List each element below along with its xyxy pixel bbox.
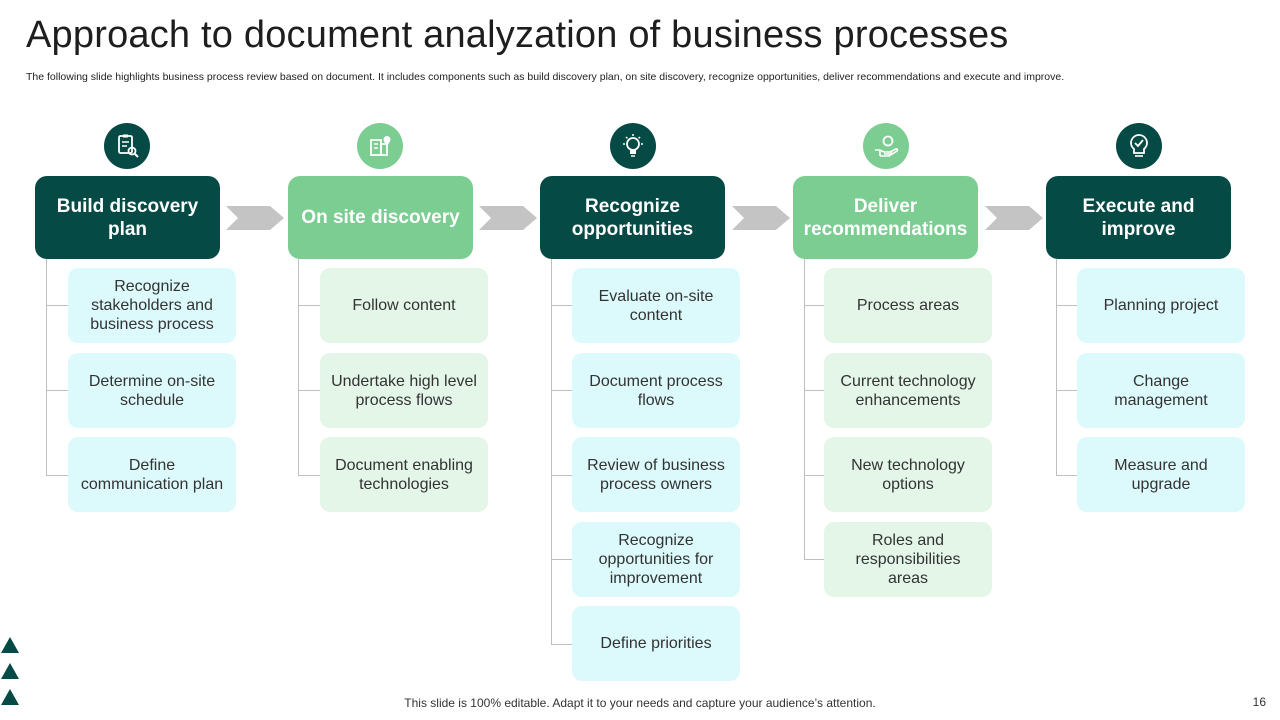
connector-line [804,390,826,391]
connector-line [46,475,68,476]
header-build-discovery-plan: Build discovery plan [35,176,220,259]
document-search-icon [104,123,150,169]
connector-line [1056,259,1057,475]
list-item: Recognize opportunities for improvement [572,522,740,597]
list-item: Determine on-site schedule [68,353,236,428]
header-on-site-discovery: On site discovery [288,176,473,259]
connector-line [298,390,320,391]
list-item: Follow content [320,268,488,343]
hand-coins-icon [863,123,909,169]
list-item: Review of business process owners [572,437,740,512]
triangle-decoration-icon [1,637,19,653]
list-item: Define priorities [572,606,740,681]
list-item: Document enabling technologies [320,437,488,512]
slide-subtitle: The following slide highlights business … [26,71,1065,83]
footer-note: This slide is 100% editable. Adapt it to… [404,696,876,710]
connector-line [804,305,826,306]
building-location-icon [357,123,403,169]
connector-line [298,475,320,476]
list-item: New technology options [824,437,992,512]
chevron-arrow-icon [732,206,790,230]
list-item: Change management [1077,353,1245,428]
connector-line [1056,305,1078,306]
list-item: Roles and responsibilities areas [824,522,992,597]
gear-bulb-icon [610,123,656,169]
chevron-arrow-icon [226,206,284,230]
connector-line [551,559,573,560]
list-item: Evaluate on-site content [572,268,740,343]
connector-line [1056,475,1078,476]
list-item: Undertake high level process flows [320,353,488,428]
connector-line [298,305,320,306]
check-bulb-icon [1116,123,1162,169]
connector-line [551,305,573,306]
list-item: Define communication plan [68,437,236,512]
connector-line [551,644,573,645]
connector-line [551,475,573,476]
header-recognize-opportunities: Recognize opportunities [540,176,725,259]
page-number: 16 [1252,695,1266,709]
header-deliver-recommendations: Deliver recommendations [793,176,978,259]
connector-line [46,390,68,391]
chevron-arrow-icon [985,206,1043,230]
list-item: Recognize stakeholders and business proc… [68,268,236,343]
connector-line [298,259,299,475]
list-item: Document process flows [572,353,740,428]
connector-line [804,475,826,476]
connector-line [1056,390,1078,391]
header-execute-and-improve: Execute and improve [1046,176,1231,259]
list-item: Planning project [1077,268,1245,343]
triangle-decoration-icon [1,689,19,705]
connector-line [551,259,552,644]
chevron-arrow-icon [479,206,537,230]
slide-title: Approach to document analyzation of busi… [26,14,1009,56]
connector-line [46,305,68,306]
connector-line [46,259,47,475]
list-item: Current technology enhancements [824,353,992,428]
triangle-decoration-icon [1,663,19,679]
connector-line [804,259,805,559]
list-item: Process areas [824,268,992,343]
list-item: Measure and upgrade [1077,437,1245,512]
connector-line [804,559,826,560]
connector-line [551,390,573,391]
